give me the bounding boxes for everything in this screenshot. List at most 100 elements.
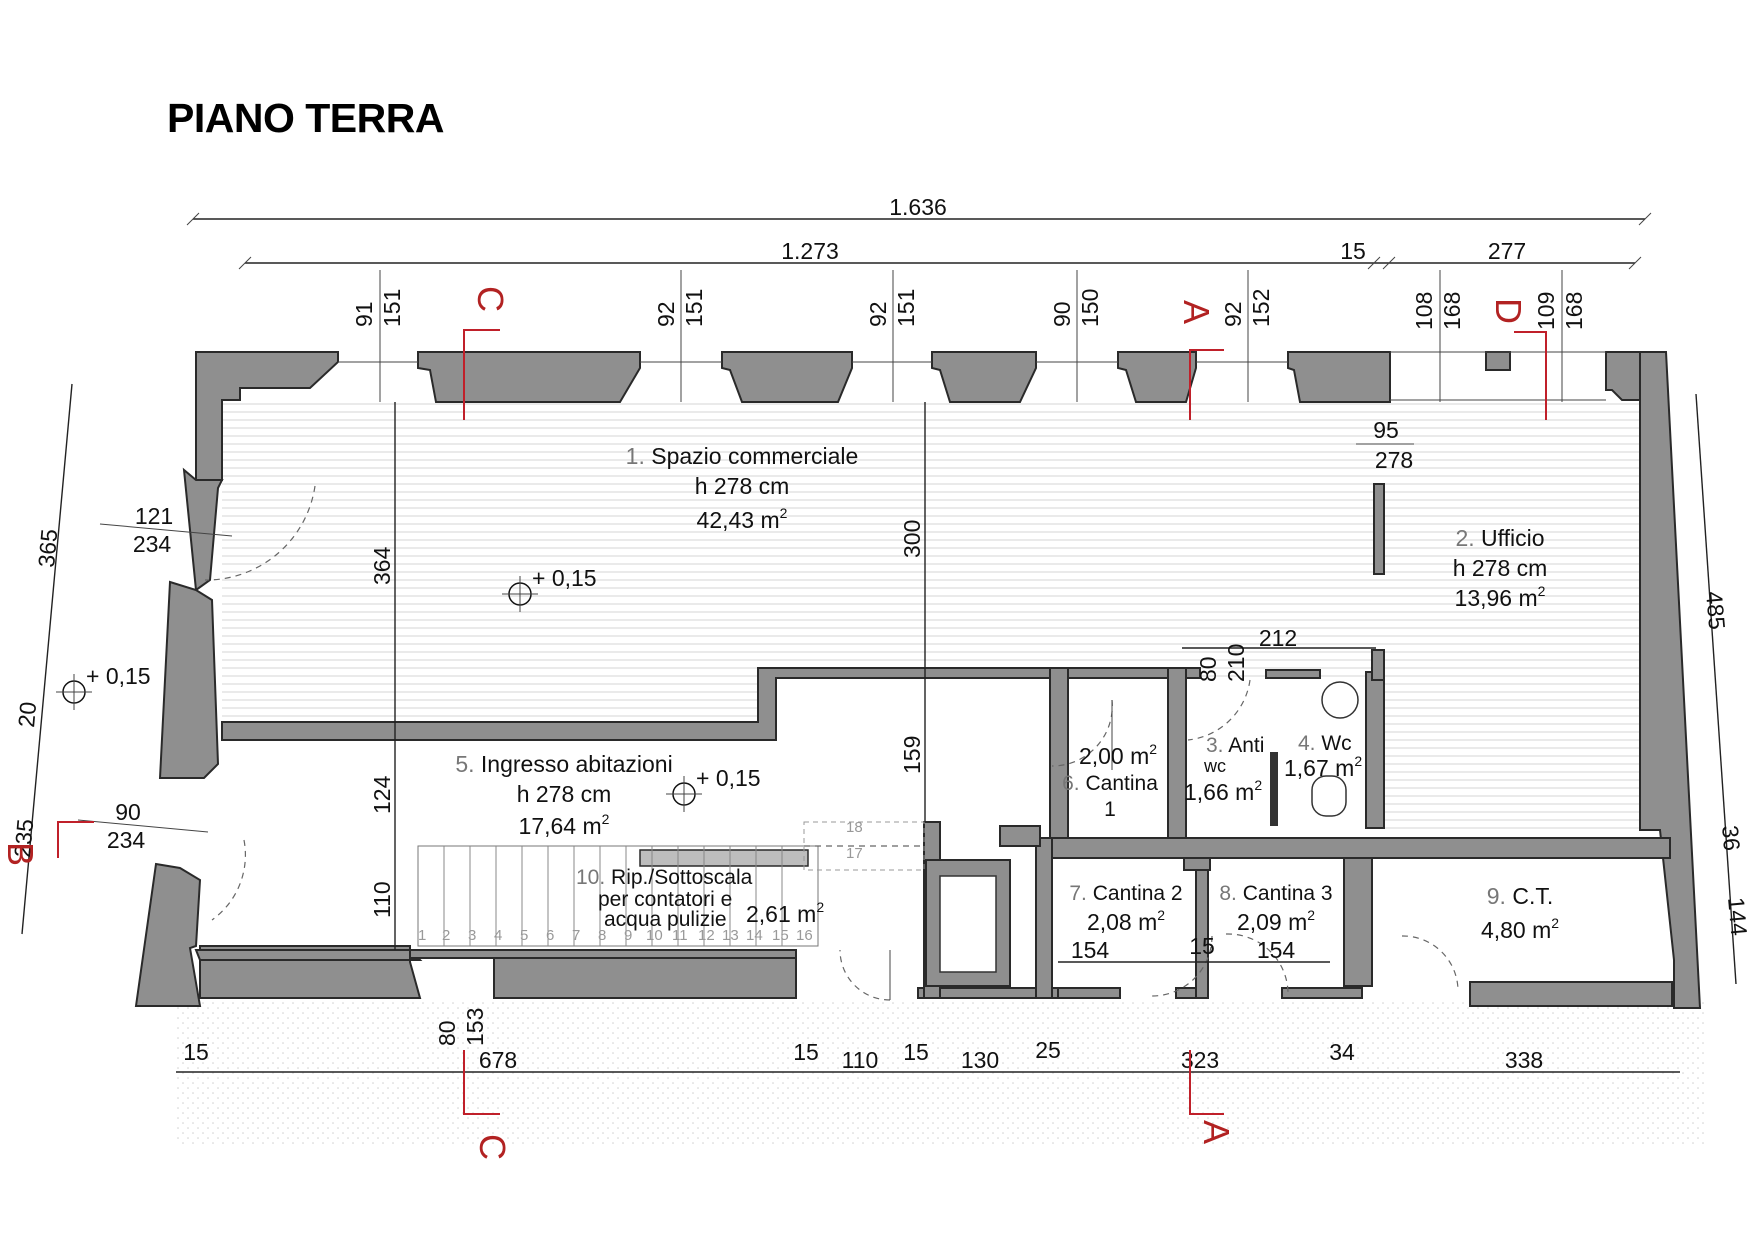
svg-text:18: 18 bbox=[846, 819, 863, 836]
interior-dimensions: 364 124 110 300 159 212 80 210 95 278 15… bbox=[369, 402, 1414, 963]
svg-text:92: 92 bbox=[653, 301, 679, 327]
svg-text:16: 16 bbox=[796, 927, 813, 944]
svg-text:per contatori e: per contatori e bbox=[598, 888, 732, 911]
plan-title: PIANO TERRA bbox=[167, 95, 444, 141]
svg-text:17,64 m2: 17,64 m2 bbox=[519, 811, 610, 839]
svg-text:153: 153 bbox=[462, 1008, 488, 1046]
svg-text:108: 108 bbox=[1411, 292, 1437, 330]
stair-treads bbox=[443, 846, 783, 946]
svg-text:80: 80 bbox=[1195, 656, 1221, 682]
room-6-label: 2,00 m2 6. Cantina 1 bbox=[1062, 741, 1158, 821]
svg-text:300: 300 bbox=[899, 520, 925, 558]
svg-text:485: 485 bbox=[1701, 590, 1730, 630]
svg-text:15: 15 bbox=[772, 927, 789, 944]
svg-text:678: 678 bbox=[479, 1047, 517, 1073]
room-8-label: 8. Cantina 3 2,09 m2 bbox=[1219, 882, 1332, 935]
svg-text:144: 144 bbox=[1723, 896, 1748, 937]
svg-text:1,67 m2: 1,67 m2 bbox=[1284, 753, 1362, 781]
svg-text:10: 10 bbox=[646, 927, 663, 944]
room-1-label: 1. Spazio commerciale h 278 cm 42,43 m2 bbox=[626, 443, 859, 533]
svg-text:15: 15 bbox=[183, 1039, 209, 1065]
svg-text:235: 235 bbox=[9, 818, 38, 858]
toilet-icon bbox=[1311, 775, 1347, 817]
room-2-label: 2. Ufficio h 278 cm 13,96 m2 bbox=[1453, 525, 1548, 611]
floor-fill bbox=[175, 400, 1705, 1147]
svg-text:168: 168 bbox=[1561, 292, 1587, 330]
svg-text:90: 90 bbox=[1049, 301, 1075, 327]
section-d-top: D bbox=[1488, 298, 1529, 324]
svg-text:8. Cantina 3: 8. Cantina 3 bbox=[1219, 882, 1332, 905]
section-a-top: A bbox=[1176, 300, 1217, 324]
svg-text:2,08 m2: 2,08 m2 bbox=[1087, 907, 1165, 935]
svg-text:278: 278 bbox=[1375, 447, 1413, 473]
svg-text:9. C.T.: 9. C.T. bbox=[1487, 883, 1553, 909]
level-marker-3: + 0,15 bbox=[666, 765, 761, 812]
svg-text:7: 7 bbox=[572, 927, 580, 944]
svg-text:234: 234 bbox=[107, 827, 146, 853]
section-b-left: B bbox=[0, 842, 41, 866]
svg-text:1,66 m2: 1,66 m2 bbox=[1184, 777, 1262, 805]
svg-text:h 278 cm: h 278 cm bbox=[695, 473, 790, 499]
svg-text:168: 168 bbox=[1439, 292, 1465, 330]
svg-text:h 278 cm: h 278 cm bbox=[517, 781, 612, 807]
svg-text:109: 109 bbox=[1533, 292, 1559, 330]
svg-text:159: 159 bbox=[899, 736, 925, 774]
svg-text:20: 20 bbox=[13, 701, 41, 729]
partition-icon bbox=[1270, 752, 1278, 826]
svg-text:110: 110 bbox=[842, 1047, 879, 1073]
svg-text:150: 150 bbox=[1077, 289, 1103, 327]
right-dimensions: 485 36 144 bbox=[1695, 393, 1748, 985]
svg-text:6. Cantina: 6. Cantina bbox=[1062, 772, 1158, 795]
partial-277-label: 277 bbox=[1488, 238, 1526, 264]
svg-text:34: 34 bbox=[1329, 1039, 1355, 1065]
svg-text:4. Wc: 4. Wc bbox=[1298, 732, 1352, 755]
svg-text:152: 152 bbox=[1248, 289, 1274, 327]
room-5-label: 5. Ingresso abitazioni h 278 cm 17,64 m2 bbox=[455, 751, 672, 839]
svg-text:15: 15 bbox=[793, 1039, 819, 1065]
svg-text:15: 15 bbox=[1189, 933, 1215, 959]
svg-text:h 278 cm: h 278 cm bbox=[1453, 555, 1548, 581]
windows bbox=[338, 351, 1606, 401]
walls bbox=[134, 351, 1702, 1009]
section-a-bottom: A bbox=[1196, 1120, 1237, 1144]
room-7-label: 7. Cantina 2 2,08 m2 bbox=[1069, 882, 1182, 935]
partial-15-label: 15 bbox=[1340, 238, 1366, 264]
svg-text:2,09 m2: 2,09 m2 bbox=[1237, 907, 1315, 935]
svg-text:5: 5 bbox=[520, 927, 528, 944]
svg-text:+ 0,15: + 0,15 bbox=[86, 663, 151, 689]
svg-text:9: 9 bbox=[624, 927, 632, 944]
svg-text:95: 95 bbox=[1373, 417, 1399, 443]
level-markers: + 0,15 + 0,15 + 0,15 bbox=[56, 565, 761, 812]
svg-text:11: 11 bbox=[672, 927, 688, 944]
svg-text:212: 212 bbox=[1259, 625, 1297, 651]
svg-text:2,00 m2: 2,00 m2 bbox=[1079, 741, 1157, 769]
window-dim-1: 91 151 bbox=[351, 289, 405, 327]
svg-text:8: 8 bbox=[598, 927, 606, 944]
svg-text:42,43 m2: 42,43 m2 bbox=[697, 505, 788, 533]
svg-text:364: 364 bbox=[369, 546, 395, 585]
svg-text:151: 151 bbox=[681, 289, 707, 327]
svg-text:210: 210 bbox=[1223, 644, 1249, 682]
svg-text:323: 323 bbox=[1181, 1047, 1219, 1073]
svg-text:6: 6 bbox=[546, 927, 554, 944]
svg-text:+ 0,15: + 0,15 bbox=[696, 765, 761, 791]
svg-text:1: 1 bbox=[418, 927, 426, 944]
svg-text:365: 365 bbox=[33, 528, 62, 568]
svg-text:80: 80 bbox=[434, 1020, 460, 1046]
svg-text:234: 234 bbox=[133, 531, 172, 557]
svg-text:151: 151 bbox=[893, 289, 919, 327]
overall-width-label: 1.636 bbox=[889, 194, 947, 220]
room-9-label: 9. C.T. 4,80 m2 bbox=[1481, 883, 1559, 943]
svg-text:91: 91 bbox=[351, 301, 377, 327]
doors bbox=[204, 485, 1459, 1001]
level-marker-2: + 0,15 bbox=[56, 663, 151, 710]
section-c-top: C bbox=[470, 286, 511, 312]
svg-text:2,61 m2: 2,61 m2 bbox=[746, 899, 824, 927]
section-c-bottom: C bbox=[472, 1134, 513, 1160]
svg-text:acqua pulizie: acqua pulizie bbox=[604, 908, 727, 931]
svg-text:4,80 m2: 4,80 m2 bbox=[1481, 915, 1559, 943]
svg-text:12: 12 bbox=[698, 927, 715, 944]
fixtures bbox=[1270, 681, 1359, 826]
window-dim-7: 109 168 bbox=[1533, 292, 1587, 330]
